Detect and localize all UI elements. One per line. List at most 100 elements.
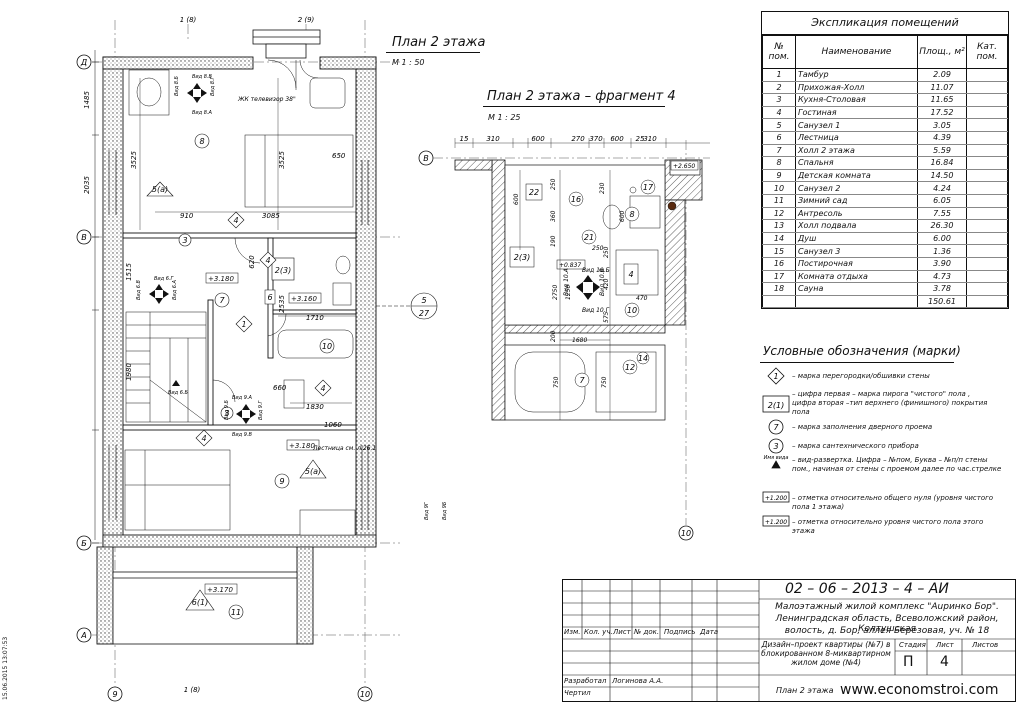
svg-text:2035: 2035 — [83, 176, 91, 194]
room-area: 11.65 — [917, 93, 967, 107]
sheet-name: План 2 этажа — [776, 686, 834, 695]
svg-text:7: 7 — [219, 296, 225, 305]
svg-text:В: В — [81, 233, 87, 242]
svg-text:8: 8 — [199, 137, 204, 146]
room-category — [966, 93, 1008, 107]
total-area: 150.61 — [917, 295, 967, 309]
svg-text:660: 660 — [273, 384, 287, 392]
fragment-title-underline — [483, 106, 665, 107]
svg-text:Вид 8.А: Вид 8.А — [192, 110, 212, 116]
developer-name: Логинова А.А. — [612, 677, 664, 685]
room-category — [966, 257, 1008, 271]
svg-text:1 (8): 1 (8) — [184, 686, 201, 694]
conv-mark-7: +1.200 — [765, 519, 787, 526]
svg-text:Вид 10.Б: Вид 10.Б — [582, 267, 610, 274]
svg-text:3525: 3525 — [130, 151, 138, 169]
room-category — [966, 81, 1008, 95]
svg-text:14: 14 — [638, 354, 648, 363]
svg-text:Вид 6.Г: Вид 6.Г — [154, 276, 174, 282]
stage-value: П — [903, 654, 914, 670]
svg-text:2 (9): 2 (9) — [298, 16, 315, 24]
svg-text:12: 12 — [625, 363, 635, 372]
room-number: 17 — [762, 270, 796, 284]
room-number: 7 — [762, 144, 796, 158]
svg-text:10: 10 — [322, 342, 332, 351]
svg-text:310: 310 — [486, 135, 500, 143]
svg-text:27: 27 — [419, 309, 430, 318]
svg-text:650: 650 — [332, 152, 346, 160]
svg-text:575: 575 — [603, 311, 610, 323]
svg-text:Вид 6.В: Вид 6.В — [136, 280, 142, 300]
conv-text-7: – отметка относительно уровня чистого по… — [792, 518, 984, 535]
conventions-underline — [760, 362, 954, 363]
room-name: Детская комната — [795, 169, 918, 183]
room-number: 11 — [762, 194, 796, 208]
conv-mark-3: 7 — [773, 423, 779, 432]
floor-plan-svg: Д В Б А 9 10 В 10 1 (8) 2 (9) 1 (8) 1485… — [76, 16, 710, 702]
svg-text:Вид 9Б: Вид 9Б — [442, 501, 448, 520]
svg-text:370: 370 — [589, 135, 603, 143]
total-spacer — [762, 295, 796, 309]
room-number: 15 — [762, 244, 796, 258]
watermark: www.economstroi.com — [840, 682, 999, 698]
conv-text-3: – марка заполнения дверного проема — [792, 423, 933, 431]
conv-mark-6: +1.200 — [765, 495, 787, 502]
svg-text:Вид 8.Г: Вид 8.Г — [210, 76, 216, 96]
svg-text:1060: 1060 — [324, 421, 342, 429]
svg-text:250: 250 — [550, 178, 557, 190]
svg-text:250: 250 — [603, 246, 610, 258]
svg-text:10: 10 — [360, 690, 370, 699]
room-area: 2.09 — [917, 68, 967, 82]
svg-text:600: 600 — [513, 193, 520, 205]
svg-text:8: 8 — [629, 210, 634, 219]
conv-text-5: – вид-развертка. Цифра – №пом, Буква – №… — [792, 456, 1002, 473]
col-category: Кат. пом. — [966, 35, 1008, 69]
svg-text:9: 9 — [112, 690, 117, 699]
col-name: Наименование — [795, 35, 918, 69]
svg-text:600: 600 — [531, 135, 545, 143]
room-name: Тамбур — [795, 68, 918, 82]
room-number: 4 — [762, 106, 796, 120]
svg-text:190: 190 — [550, 235, 557, 247]
conv-text-4: – марка сантехнического прибора — [792, 442, 919, 450]
room-number: 2 — [762, 81, 796, 95]
svg-text:750: 750 — [553, 376, 560, 388]
room-area: 26.30 — [917, 219, 967, 233]
svg-text:420: 420 — [603, 278, 610, 290]
svg-text:11: 11 — [231, 608, 241, 617]
room-number: 16 — [762, 257, 796, 271]
plan-title: План 2 этажа — [392, 35, 486, 50]
room-number: 5 — [762, 118, 796, 132]
room-name: Холл подвала — [795, 219, 918, 233]
room-category — [966, 194, 1008, 208]
room-category — [966, 131, 1008, 145]
svg-text:А: А — [80, 631, 86, 640]
col-date: Дата — [700, 628, 719, 636]
room-number: 8 — [762, 156, 796, 170]
sheet-label: Лист — [936, 641, 954, 649]
room-area: 4.24 — [917, 181, 967, 195]
svg-text:+0.837: +0.837 — [559, 262, 581, 269]
room-category — [966, 144, 1008, 158]
room-number: 9 — [762, 169, 796, 183]
col-area: Площ., м² — [917, 35, 967, 69]
svg-text:310: 310 — [643, 135, 657, 143]
room-number: 10 — [762, 181, 796, 195]
fragment-title: План 2 этажа – фрагмент 4 — [487, 89, 676, 104]
room-number: 13 — [762, 219, 796, 233]
project-address-1: Ленинградская область, Всеволожский райо… — [775, 614, 999, 634]
title-block — [562, 579, 1016, 702]
room-schedule-title: Экспликация помещений — [762, 12, 1008, 35]
room-name: Гостиная — [795, 106, 918, 120]
